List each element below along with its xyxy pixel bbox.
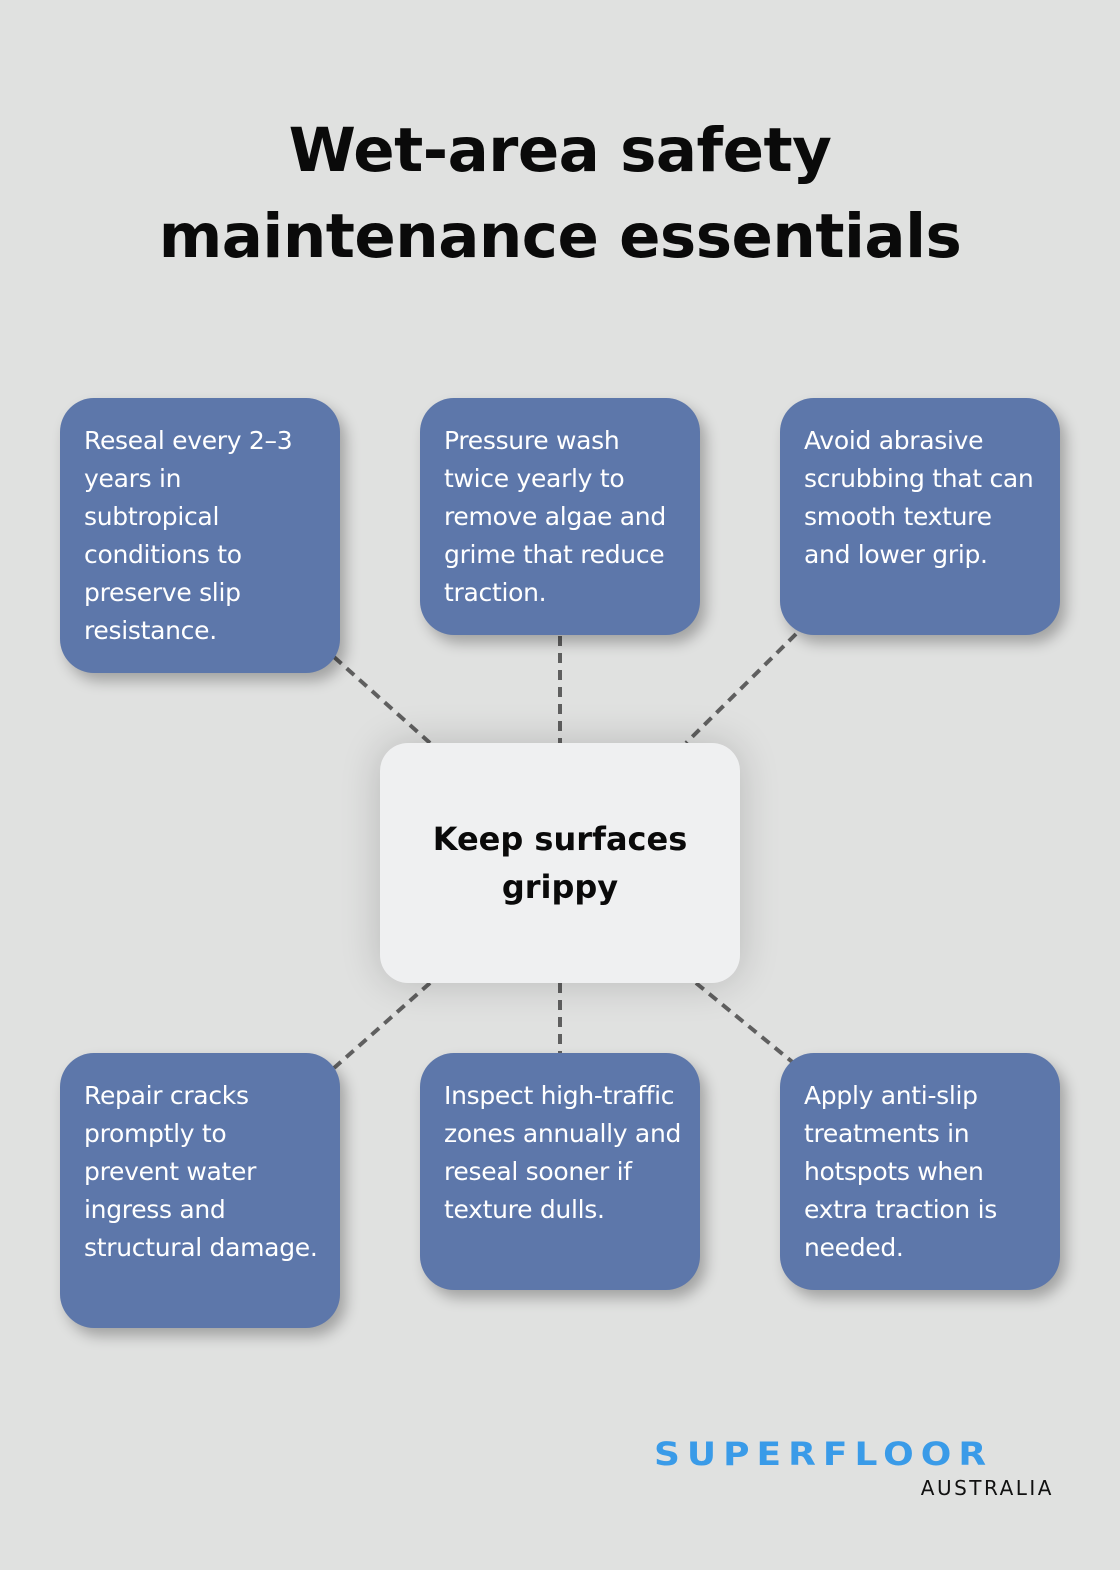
card-reseal: Reseal every 2–3 years in subtropical co… [60,398,340,673]
card-anti-slip: Apply anti-slip treatments in hotspots w… [780,1053,1060,1290]
center-label: Keep surfaces grippy [432,820,688,906]
card-pressure-wash: Pressure wash twice yearly to remove alg… [420,398,700,635]
card-text: Apply anti-slip treatments in hotspots w… [804,1081,997,1262]
card-text: Repair cracks promptly to prevent water … [84,1081,318,1262]
connector-bottom-left [332,981,432,1070]
card-repair-cracks: Repair cracks promptly to prevent water … [60,1053,340,1328]
card-text: Reseal every 2–3 years in subtropical co… [84,426,293,645]
center-node: Keep surfaces grippy [380,743,740,983]
card-inspect: Inspect high-traffic zones annually and … [420,1053,700,1290]
logo-wordmark: SUPERFLOOR [654,1436,994,1474]
card-text: Inspect high-traffic zones annually and … [444,1081,682,1224]
card-text: Avoid abrasive scrubbing that can smooth… [804,426,1034,569]
connector-top-left [332,655,432,745]
logo-subtitle: AUSTRALIA [920,1476,1054,1500]
card-text: Pressure wash twice yearly to remove alg… [444,426,666,607]
card-avoid-abrasive: Avoid abrasive scrubbing that can smooth… [780,398,1060,635]
connector-top-right [684,632,798,745]
brand-logo: SUPERFLOOR AUSTRALIA [654,1438,1054,1500]
page-title: Wet-area safety maintenance essentials [158,115,962,272]
connector-bottom-right [694,981,798,1067]
